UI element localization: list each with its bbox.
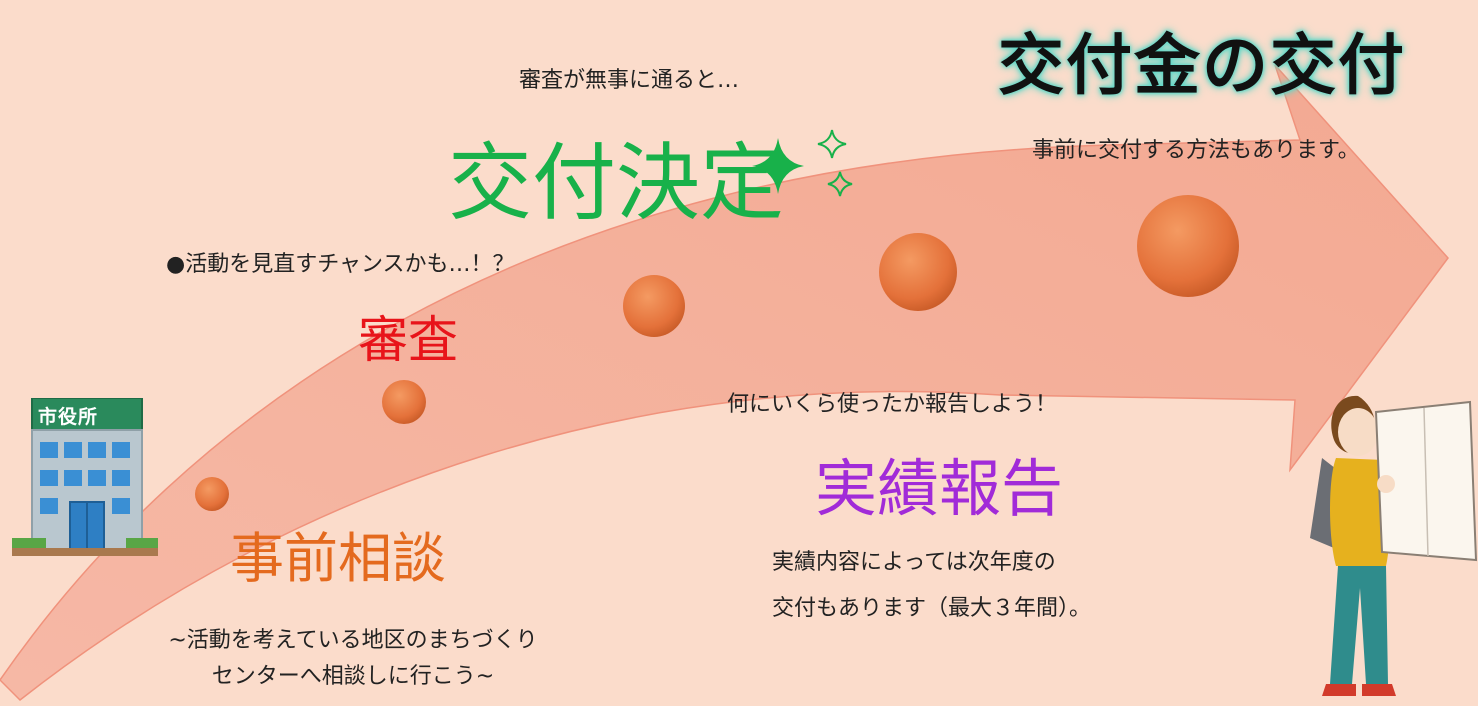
arrow-body [0, 64, 1449, 702]
decision-title: 交付決定 [448, 134, 785, 232]
grant-note: 事前に交付する方法もあります。 [1032, 138, 1360, 163]
report-note-line1: 実績内容によっては次年度の [772, 550, 1056, 575]
person-with-map-icon [1310, 395, 1478, 696]
progress-dot [382, 380, 426, 424]
progress-dot [879, 233, 957, 311]
grant-title: 交付金の交付 [998, 27, 1406, 104]
report-lead: 何にいくら使ったか報告しよう！ [727, 392, 1058, 417]
progress-dot [195, 477, 229, 511]
report-title: 実績報告 [815, 452, 1064, 525]
progress-dot [1137, 195, 1239, 297]
city-hall-sign: 市役所 [38, 406, 99, 428]
decision-lead: 審査が無事に通ると… [519, 68, 740, 93]
review-title: 審査 [358, 311, 458, 369]
report-note-line2: 交付もあります（最大３年間）。 [772, 596, 1092, 621]
consult-title: 事前相談 [230, 527, 446, 590]
city-hall-icon [12, 398, 158, 556]
progress-dot [623, 275, 685, 337]
consult-note-line2: センターへ相談しに行こう~ [211, 664, 495, 689]
sparkle-icon [752, 129, 853, 197]
review-bubble: ●活動を見直すチャンスかも…！？ [166, 252, 515, 277]
consult-note-line1: ~活動を考えている地区のまちづくり [168, 628, 538, 653]
